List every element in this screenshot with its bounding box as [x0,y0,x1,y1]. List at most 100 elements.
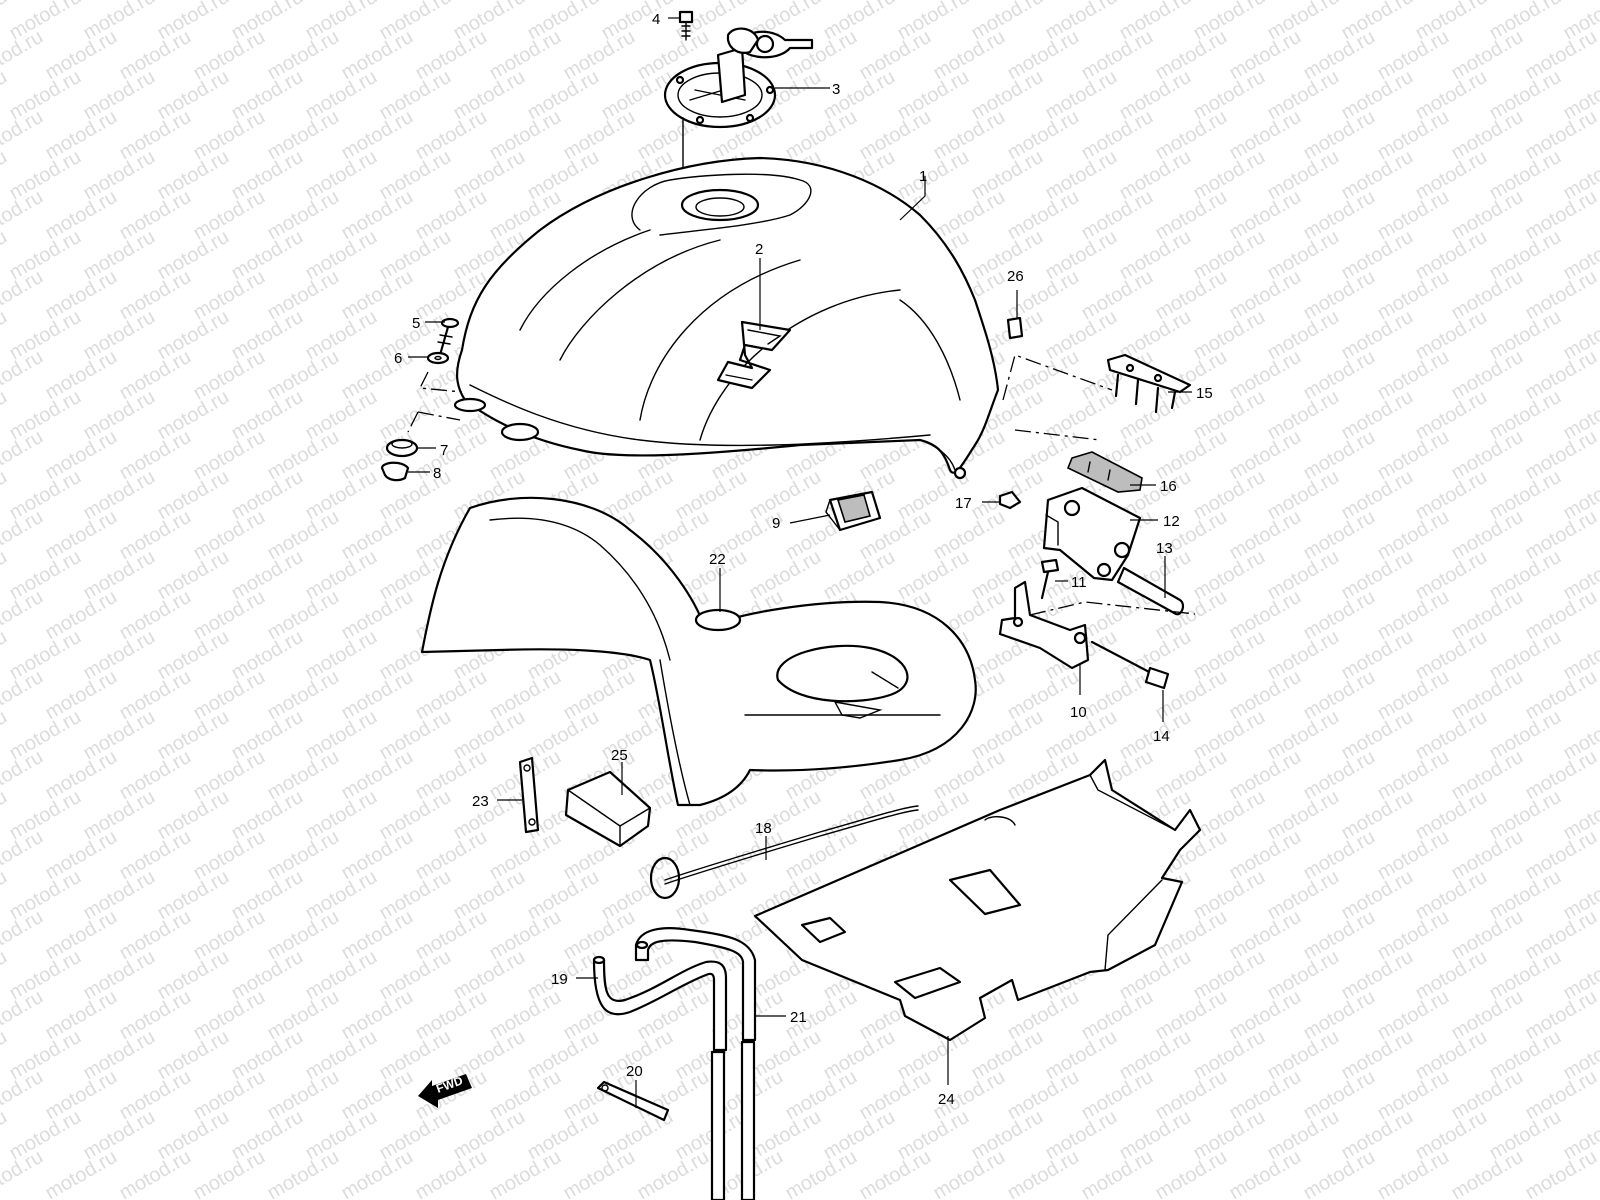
watermark-text: motod.ru [412,186,491,245]
watermark-text: motod.ru [1522,186,1600,245]
watermark-text: motod.ru [486,666,565,725]
watermark-text: motod.ru [782,26,861,85]
watermark-text: motod.ru [264,346,343,405]
watermark-text: motod.ru [116,506,195,565]
watermark-text: motod.ru [42,1066,121,1125]
watermark-text: motod.ru [1374,106,1453,165]
watermark-text: motod.ru [264,986,343,1045]
watermark-text: motod.ru [1596,106,1600,165]
watermark-text: motod.ru [190,1146,269,1200]
watermark-text: motod.ru [42,666,121,725]
watermark-text: motod.ru [190,186,269,245]
watermark-text: motod.ru [1300,426,1379,485]
watermark-text: motod.ru [1300,666,1379,725]
watermark-text: motod.ru [264,26,343,85]
part-1-fuel-tank [453,156,1000,480]
watermark-text: motod.ru [116,346,195,405]
watermark-text: motod.ru [486,826,565,885]
watermark-text: motod.ru [1004,1066,1083,1125]
watermark-text: motod.ru [264,106,343,165]
watermark-text: motod.ru [1374,986,1453,1045]
watermark-text: motod.ru [1300,746,1379,805]
watermark-text: motod.ru [1078,1146,1157,1200]
watermark-text: motod.ru [1300,186,1379,245]
watermark-text: motod.ru [338,1146,417,1200]
part-17-nut [998,490,1022,510]
watermark-text: motod.ru [338,746,417,805]
watermark-text: motod.ru [1004,1146,1083,1200]
watermark-text: motod.ru [0,186,47,245]
watermark-text: motod.ru [1152,426,1231,485]
part-9-rubber-block [825,490,882,532]
watermark-text: motod.ru [0,1026,11,1085]
watermark-text: motod.ru [264,1146,343,1200]
watermark-text: motod.ru [190,266,269,325]
watermark-text: motod.ru [1374,586,1453,645]
watermark-text: motod.ru [0,546,11,605]
watermark-text: motod.ru [1300,106,1379,165]
watermark-text: motod.ru [560,666,639,725]
watermark-text: motod.ru [1522,1066,1600,1125]
watermark-text: motod.ru [338,106,417,165]
watermark-text: motod.ru [190,586,269,645]
watermark-text: motod.ru [1596,426,1600,485]
watermark-text: motod.ru [1078,1066,1157,1125]
watermark-text: motod.ru [1374,426,1453,485]
watermark-text: motod.ru [0,106,47,165]
watermark-text: motod.ru [0,306,11,365]
watermark-text: motod.ru [0,946,11,1005]
watermark-text: motod.ru [1374,906,1453,965]
watermark-text: motod.ru [190,1066,269,1125]
callout-6: 6 [394,350,402,367]
part-7-grommet [385,438,419,458]
watermark-text: motod.ru [116,1146,195,1200]
watermark-text: motod.ru [486,906,565,965]
watermark-text: motod.ru [338,826,417,885]
watermark-text: motod.ru [634,1146,713,1200]
callout-7: 7 [440,442,448,459]
callout-4: 4 [652,11,660,28]
watermark-text: motod.ru [1152,186,1231,245]
watermark-text: motod.ru [190,106,269,165]
watermark-text: motod.ru [264,186,343,245]
watermark-text: motod.ru [338,346,417,405]
watermark-text: motod.ru [1448,346,1527,405]
watermark-text: motod.ru [1226,426,1305,485]
watermark-text: motod.ru [1596,266,1600,325]
watermark-text: motod.ru [782,106,861,165]
watermark-text: motod.ru [0,226,11,285]
watermark-text: motod.ru [1374,1146,1453,1200]
watermark-text: motod.ru [1226,986,1305,1045]
callout-10: 10 [1070,704,1087,721]
watermark-text: motod.ru [1078,186,1157,245]
watermark-text: motod.ru [412,1146,491,1200]
watermark-text: motod.ru [1152,266,1231,325]
watermark-text: motod.ru [1078,106,1157,165]
watermark-text: motod.ru [0,386,11,445]
watermark-text: motod.ru [1226,586,1305,645]
callout-2: 2 [755,241,763,258]
watermark-text: motod.ru [116,586,195,645]
watermark-text: motod.ru [1152,106,1231,165]
watermark-text: motod.ru [116,266,195,325]
callout-9: 9 [772,515,780,532]
watermark-text: motod.ru [782,1066,861,1125]
watermark-text: motod.ru [264,826,343,885]
watermark-text: motod.ru [1448,586,1527,645]
watermark-text: motod.ru [116,26,195,85]
watermark-text: motod.ru [1522,266,1600,325]
watermark-text: motod.ru [1300,826,1379,885]
watermark-text: motod.ru [1522,106,1600,165]
watermark-text: motod.ru [338,986,417,1045]
watermark-text: motod.ru [0,866,11,925]
watermark-text: motod.ru [0,146,11,205]
watermark-text: motod.ru [1300,906,1379,965]
callout-24: 24 [938,1091,955,1108]
callout-8: 8 [433,465,441,482]
callout-19: 19 [551,971,568,988]
watermark-text: motod.ru [1596,186,1600,245]
watermark-text: motod.ru [338,266,417,325]
watermark-text: motod.ru [190,426,269,485]
watermark-text: motod.ru [42,426,121,485]
